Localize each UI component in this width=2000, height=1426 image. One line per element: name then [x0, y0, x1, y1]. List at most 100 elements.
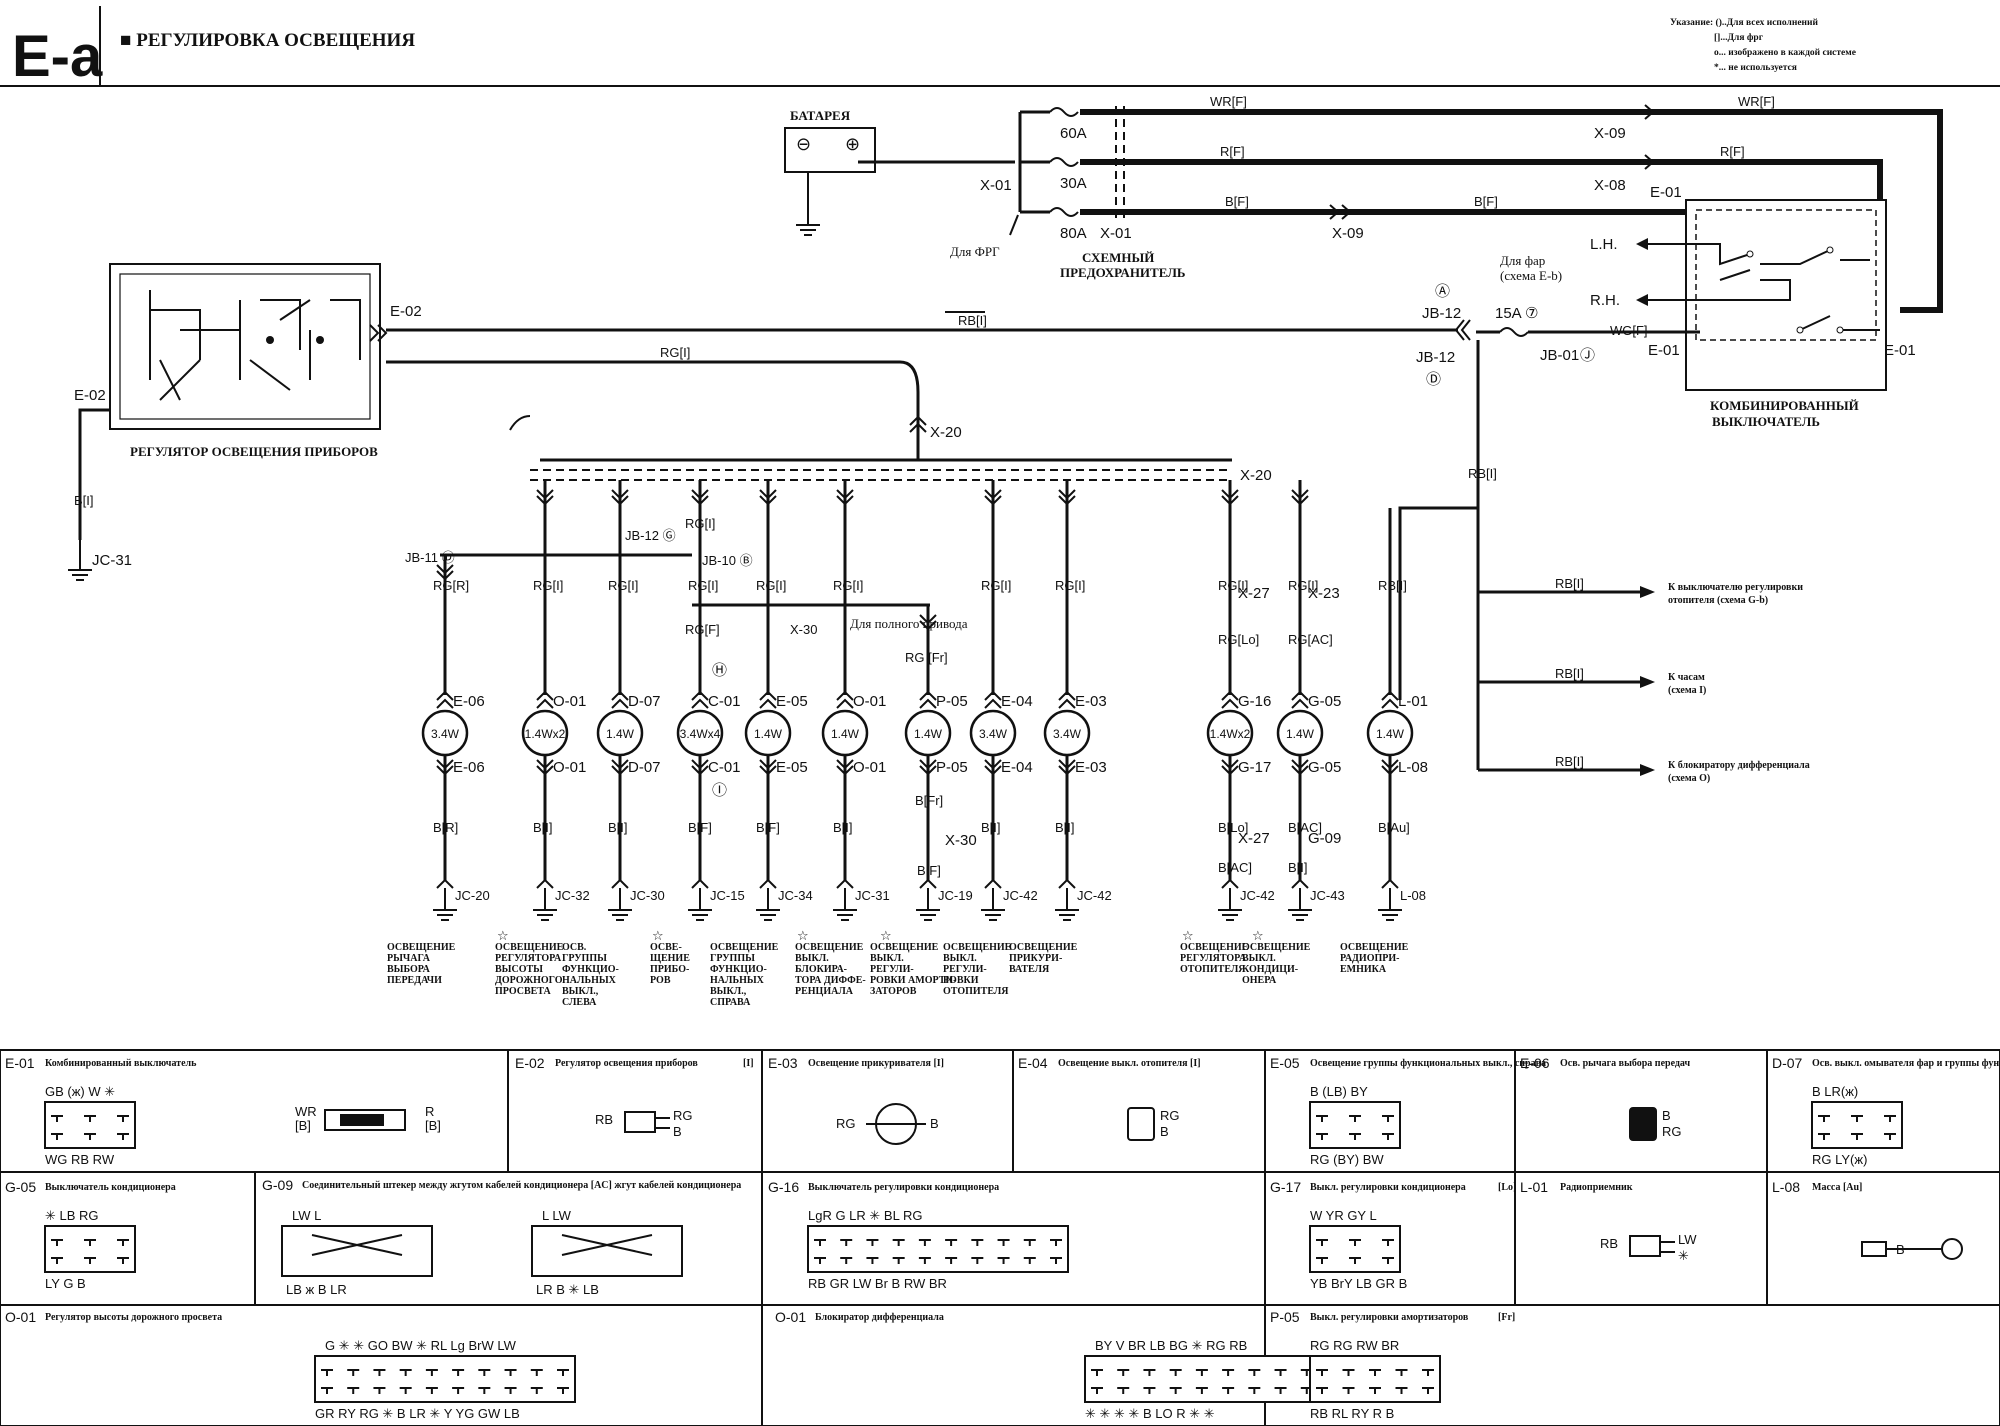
- branch-connector: D-07: [628, 693, 661, 710]
- ground-icon: [796, 224, 820, 236]
- branch-connector: L-01: [1398, 693, 1428, 710]
- wire-rg-reg: RG[I]: [660, 345, 690, 360]
- lamp-wattage: 1.4W: [1286, 727, 1315, 741]
- note-line-4: *... не используется: [1714, 63, 1797, 73]
- regulator-box: [109, 263, 381, 430]
- branch-ground: JC-42: [1240, 888, 1275, 903]
- g09-right-bottom: LR B ✳ LB: [536, 1282, 599, 1297]
- connector-bottom-pins: RB RL RY R B: [1310, 1406, 1394, 1421]
- branch-connector-2: O-01: [553, 759, 586, 776]
- star-icon: ☆: [1182, 928, 1194, 943]
- branch-ground: JC-42: [1003, 888, 1038, 903]
- branch-connector-2: E-05: [776, 759, 808, 776]
- lamp-wattage: 1.4Wx2: [525, 727, 566, 741]
- combination-switch-box: [1685, 199, 1887, 391]
- rg-fr-label: RG [Fr]: [905, 650, 948, 665]
- ground-icon: [68, 540, 92, 581]
- connector-housing-icon: [44, 1101, 136, 1149]
- lamp-branch-2: RG[I]O-011.4Wx2O-01B[I]JC-32☆ОСВЕЩЕНИЕРЕ…: [495, 480, 590, 997]
- branch-description: КОНДИЦИ-: [1242, 964, 1298, 975]
- output-target-2: (схема I): [1668, 685, 1706, 696]
- branch-x-top: X-27: [1238, 585, 1270, 602]
- branch-description: РАДИОПРИ-: [1340, 953, 1399, 964]
- conn-left-2: [B]: [295, 1118, 311, 1133]
- connector-tag: [I]: [743, 1058, 754, 1069]
- e01-label-c: E-01: [1884, 342, 1916, 359]
- connector-title: Выкл. регулировки кондиционера: [1310, 1182, 1466, 1193]
- connector-id: G-17: [1270, 1179, 1301, 1195]
- connector-id: L-08: [1772, 1179, 1800, 1195]
- wire-wr: WR[F]: [1210, 94, 1247, 109]
- connector-plug-icon: [1127, 1107, 1155, 1141]
- branch-description: РЕГУЛИ-: [870, 964, 914, 975]
- branch-bottom-wire: B[AC]: [1288, 820, 1322, 835]
- wire-r-2: R[F]: [1720, 144, 1745, 159]
- branch-top-wire: RG[I]: [756, 578, 786, 593]
- branch-bottom-wire: B[I]: [1055, 820, 1075, 835]
- branch-connector-2: E-06: [453, 759, 485, 776]
- connector-id: E-04: [1018, 1055, 1048, 1071]
- branch-top-wire: RG[I]: [1055, 578, 1085, 593]
- star-icon: ☆: [652, 928, 664, 943]
- branch-connector: O-01: [553, 693, 586, 710]
- branch-x-top: X-23: [1308, 585, 1340, 602]
- branch-description: ОСВЕЩЕНИЕ: [1340, 942, 1409, 953]
- lh-label: L.H.: [1590, 236, 1618, 253]
- jb12-label-b: JB-12: [1416, 349, 1455, 366]
- connector-id: L-01: [1520, 1179, 1548, 1195]
- connector-table: [0, 1049, 2000, 1426]
- connector-bottom-pins: GR RY RG ✳ B LR ✳ Y YG GW LB: [315, 1406, 520, 1421]
- e01-label-a: E-01: [1650, 184, 1682, 201]
- branch-connector: E-05: [776, 693, 808, 710]
- branch-bottom-wire: B[F]: [756, 820, 780, 835]
- conn-right-1: B: [1662, 1108, 1671, 1123]
- branch-description: ПРИБО-: [650, 964, 689, 975]
- conn-right: B: [930, 1116, 939, 1131]
- ground-icon: [1055, 909, 1079, 921]
- rb-right-label: RB[I]: [1468, 466, 1497, 481]
- lamp-wattage: 1.4W: [914, 727, 943, 741]
- branch-description: ВЫКЛ.,: [562, 986, 599, 997]
- jc31-label: JC-31: [92, 552, 132, 569]
- connector-bottom-pins: YB BrY LB GR B: [1310, 1276, 1407, 1291]
- connector-title: Регулятор освещения приборов: [555, 1058, 698, 1069]
- lamp-wattage: 1.4W: [1376, 727, 1405, 741]
- branch-bottom-wire: B[F]: [688, 820, 712, 835]
- branch-description: ОТОПИТЕЛЯ: [1180, 964, 1246, 975]
- e01-label-b: E-01: [1648, 342, 1680, 359]
- for-frg-label: Для ФРГ: [950, 244, 1000, 259]
- x20-label-b: X-20: [1240, 467, 1272, 484]
- ground-terminal-icon: [1861, 1241, 1887, 1257]
- ground-icon: [833, 909, 857, 921]
- output-wires: RB[I]К выключателю регулировкиотопителя …: [1478, 576, 1810, 784]
- note-line-2: []...Для фрг: [1714, 32, 1764, 43]
- connector-title: Комбинированный выключатель: [45, 1058, 197, 1069]
- branch-description: ОСВЕЩЕНИЕ: [495, 942, 564, 953]
- lamp-wattage: 1.4Wx2: [1210, 727, 1251, 741]
- branch-top-wire: RG[I]: [981, 578, 1011, 593]
- connector-id: E-05: [1270, 1055, 1300, 1071]
- ground-icon: [433, 909, 457, 921]
- branch-connector-2: D-07: [628, 759, 661, 776]
- eyelet-icon: [1941, 1238, 1963, 1260]
- switch-name-1: КОМБИНИРОВАННЫЙ: [1710, 398, 1859, 413]
- wire-b-reg: B[I]: [74, 493, 94, 508]
- jb12g-label: JB-12 Ⓖ: [625, 528, 676, 543]
- output-target-1: К часам: [1668, 672, 1705, 683]
- wire-rb-top: RB[I]: [958, 313, 987, 328]
- star-icon: ☆: [1252, 928, 1264, 943]
- branch-top-wire: RB[I]: [1378, 578, 1407, 593]
- branch-connector-2: E-04: [1001, 759, 1033, 776]
- h-marker: Ⓗ: [712, 662, 727, 679]
- lamp-wattage: 3.4W: [979, 727, 1008, 741]
- connector-title: Соединительный штекер между жгутом кабел…: [302, 1180, 741, 1191]
- page-code: E-a: [12, 24, 103, 89]
- branch-description: ФУНКЦИО-: [562, 964, 619, 975]
- connector-title: Выкл. регулировки амортизаторов: [1310, 1312, 1469, 1323]
- conn-right-2: [B]: [425, 1118, 441, 1133]
- connector-id: P-05: [1270, 1309, 1300, 1325]
- branch-connector: E-06: [453, 693, 485, 710]
